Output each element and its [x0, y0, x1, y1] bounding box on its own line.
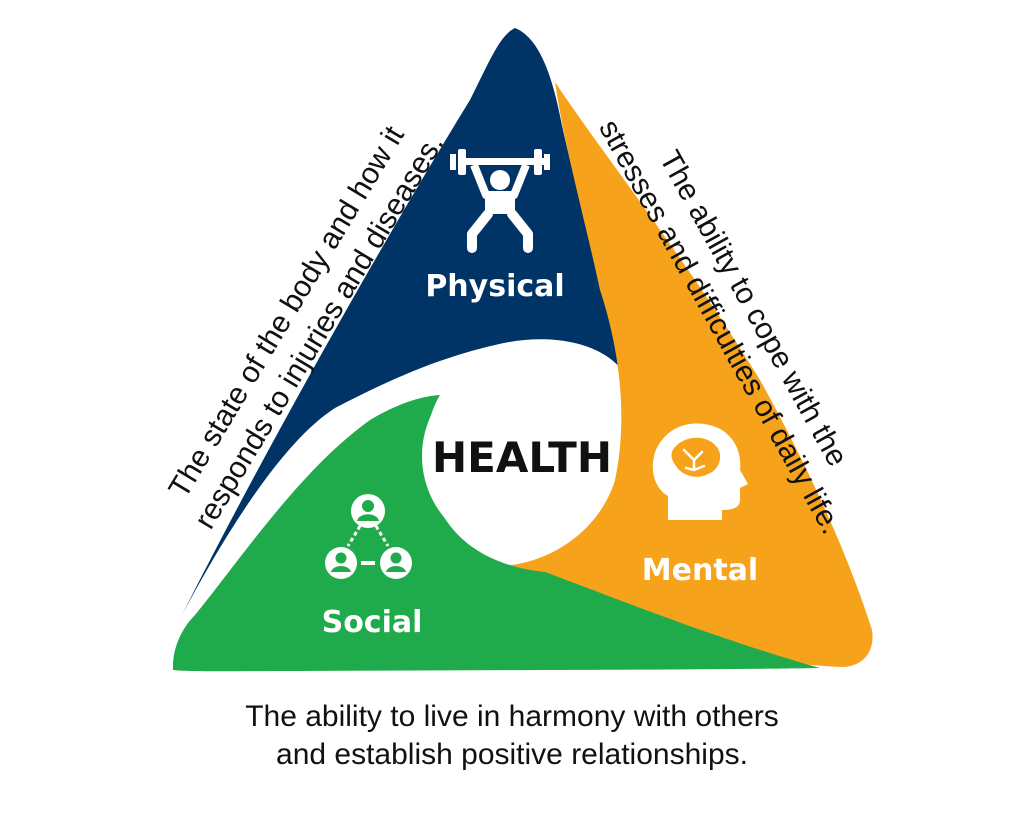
- weightlifter-icon: [450, 149, 550, 253]
- social-description-line1: The ability to live in harmony with othe…: [245, 700, 779, 733]
- social-description: The ability to live in harmony with othe…: [0, 698, 1024, 774]
- mental-label: Mental: [642, 553, 758, 588]
- head-brain-icon: [652, 423, 748, 520]
- physical-segment: [182, 28, 628, 615]
- people-network-icon: [325, 494, 412, 579]
- social-description-line2: and establish positive relationships.: [276, 738, 748, 771]
- physical-label: Physical: [425, 269, 564, 304]
- mental-segment: [498, 82, 873, 667]
- social-label: Social: [322, 605, 423, 640]
- center-health-label: HEALTH: [432, 433, 612, 482]
- center-circle: [422, 360, 614, 552]
- social-segment: [172, 395, 821, 672]
